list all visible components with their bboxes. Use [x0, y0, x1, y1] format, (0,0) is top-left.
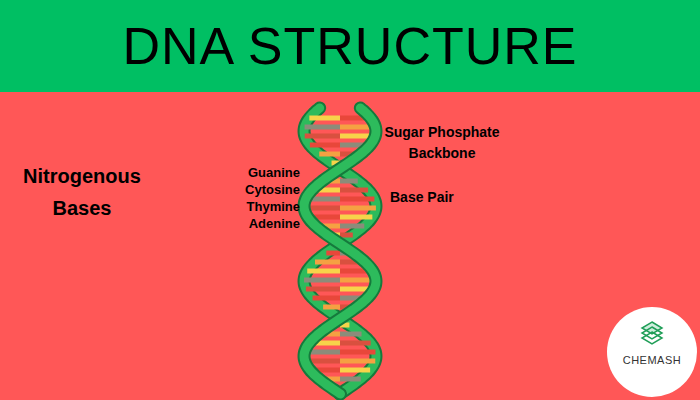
base-half	[305, 125, 340, 130]
base-half	[340, 359, 375, 364]
logo-disc	[607, 307, 697, 397]
side-heading: Nitrogenous Bases	[7, 160, 157, 224]
back-strand	[304, 108, 376, 394]
dna-helix	[304, 108, 376, 394]
part-label: Base Pair	[390, 188, 490, 207]
base-half	[340, 197, 374, 202]
base-half	[340, 215, 372, 220]
base-half	[340, 341, 371, 346]
base-half	[315, 260, 340, 265]
base-half	[340, 206, 376, 211]
base-half	[319, 152, 340, 157]
logo-badge: CHEMASH	[606, 306, 698, 398]
logo-icon	[642, 322, 662, 344]
base-half	[323, 305, 340, 310]
logo-layer	[642, 332, 662, 344]
base-name: Guanine	[200, 164, 300, 181]
logo-circle	[606, 306, 698, 398]
logo-name: CHEMASH	[606, 354, 698, 366]
part-label: Sugar Phosphate Backbone	[376, 122, 508, 164]
front-strand	[304, 108, 376, 394]
base-half	[304, 278, 340, 283]
base-half	[306, 287, 340, 292]
base-half	[340, 224, 364, 229]
title-band	[0, 0, 700, 92]
base-name: Adenine	[200, 215, 300, 232]
base-half	[340, 179, 358, 184]
base-half	[340, 368, 370, 373]
title-text: DNA STRUCTURE	[0, 0, 700, 92]
base-half	[340, 332, 362, 337]
base-name: Thymine	[200, 198, 300, 215]
base-half	[310, 143, 340, 148]
base-half	[309, 116, 340, 121]
base-half	[340, 377, 361, 382]
base-half	[313, 296, 340, 301]
base-half	[340, 233, 353, 238]
base-half	[340, 188, 368, 193]
base-name: Cytosine	[200, 181, 300, 198]
base-half	[340, 350, 375, 355]
base-half	[307, 269, 340, 274]
back-strand-outline	[304, 108, 376, 394]
base-half	[326, 251, 340, 256]
front-strand-outline	[304, 108, 376, 394]
base-half	[305, 134, 340, 139]
logo-layer	[642, 327, 662, 339]
